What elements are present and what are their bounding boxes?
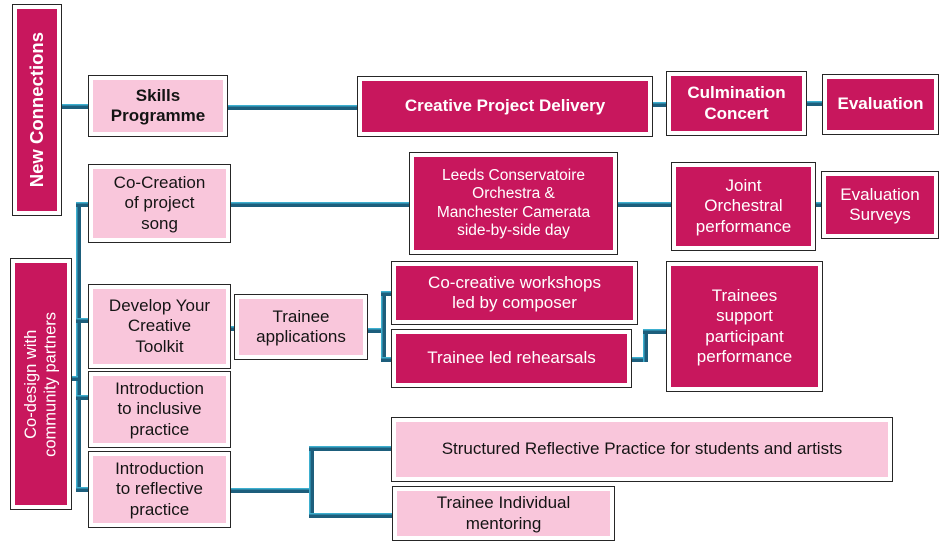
node-structured-reflective: Structured Reflective Practice for stude… bbox=[391, 417, 893, 482]
node-evaluation-surveys-label: Evaluation Surveys bbox=[840, 184, 920, 224]
node-trainees-support: Trainees support participant performance bbox=[666, 261, 823, 392]
connector-split-vertical bbox=[381, 291, 386, 362]
node-leeds-camerata-label: Leeds Conservatoire Orchestra & Manchest… bbox=[436, 166, 591, 239]
connector-culmination-evaluation bbox=[804, 101, 826, 106]
node-co-design: Co-design with community partners bbox=[10, 258, 72, 510]
node-trainee-applications: Trainee applications bbox=[234, 294, 368, 360]
connector-split-structured bbox=[309, 446, 395, 451]
node-develop-toolkit-label: Develop Your Creative Toolkit bbox=[108, 296, 211, 356]
node-co-creation-label: Co-Creation of project song bbox=[113, 173, 206, 233]
node-co-creative-workshops-label: Co-creative workshops led by composer bbox=[428, 272, 601, 312]
node-co-creative-workshops: Co-creative workshops led by composer bbox=[391, 261, 638, 325]
node-trainee-rehearsals: Trainee led rehearsals bbox=[391, 329, 632, 388]
connector-elbow-trainees bbox=[643, 329, 670, 334]
connector-reflective-vertical bbox=[309, 446, 314, 518]
node-intro-reflective: Introduction to reflective practice bbox=[88, 451, 231, 528]
connector-applications-split bbox=[366, 328, 386, 333]
node-co-creation: Co-Creation of project song bbox=[88, 164, 231, 243]
connector-split-workshops bbox=[381, 291, 395, 296]
node-intro-reflective-label: Introduction to reflective practice bbox=[115, 459, 204, 519]
node-trainee-rehearsals-label: Trainee led rehearsals bbox=[427, 348, 596, 368]
connector-reflective-split bbox=[229, 488, 314, 493]
node-develop-toolkit: Develop Your Creative Toolkit bbox=[88, 284, 231, 369]
connector-trunk-reflective bbox=[76, 487, 92, 492]
node-joint-orchestral-label: Joint Orchestral performance bbox=[695, 176, 792, 236]
node-joint-orchestral: Joint Orchestral performance bbox=[671, 162, 816, 251]
node-evaluation-label: Evaluation bbox=[837, 94, 924, 114]
connector-split-mentoring bbox=[309, 513, 396, 518]
node-new-connections: New Connections bbox=[12, 4, 62, 216]
node-creative-project-delivery: Creative Project Delivery bbox=[357, 76, 653, 137]
connector-leeds-joint bbox=[615, 202, 675, 207]
node-creative-project-delivery-label: Creative Project Delivery bbox=[404, 96, 606, 116]
connector-elbow-vertical bbox=[643, 329, 648, 362]
node-culmination-concert: Culmination Concert bbox=[666, 71, 807, 136]
connector-split-rehearsals bbox=[381, 357, 395, 362]
node-trainee-mentoring-label: Trainee Individual mentoring bbox=[436, 493, 571, 533]
connector-develop-applications bbox=[228, 326, 238, 331]
connector-codesign-trunk bbox=[76, 202, 81, 492]
connector-cocreation-leeds bbox=[229, 202, 413, 207]
node-leeds-camerata: Leeds Conservatoire Orchestra & Manchest… bbox=[409, 152, 618, 255]
connector-skills-delivery bbox=[225, 105, 361, 110]
node-structured-reflective-label: Structured Reflective Practice for stude… bbox=[441, 439, 843, 459]
node-culmination-concert-label: Culmination Concert bbox=[687, 83, 786, 123]
connector-trunk-cocreation bbox=[76, 202, 92, 207]
node-evaluation: Evaluation bbox=[822, 74, 939, 135]
node-intro-inclusive-label: Introduction to inclusive practice bbox=[115, 379, 204, 439]
node-new-connections-label: New Connections bbox=[26, 32, 48, 188]
connector-trunk-develop bbox=[76, 318, 92, 323]
node-trainee-mentoring: Trainee Individual mentoring bbox=[392, 486, 615, 541]
connector-rehearsals-elbow bbox=[630, 357, 648, 362]
node-evaluation-surveys: Evaluation Surveys bbox=[821, 171, 939, 239]
connector-trunk-inclusive bbox=[76, 395, 92, 400]
connector-joint-surveys bbox=[813, 202, 825, 207]
node-trainee-applications-label: Trainee applications bbox=[256, 306, 346, 346]
node-co-design-label: Co-design with community partners bbox=[21, 311, 59, 457]
node-intro-inclusive: Introduction to inclusive practice bbox=[88, 371, 231, 448]
connector-newconnections-skills bbox=[56, 104, 92, 109]
node-trainees-support-label: Trainees support participant performance bbox=[696, 286, 793, 366]
node-skills-programme: Skills Programme bbox=[88, 75, 228, 137]
connector-delivery-culmination bbox=[650, 102, 670, 107]
node-skills-programme-label: Skills Programme bbox=[110, 85, 206, 125]
